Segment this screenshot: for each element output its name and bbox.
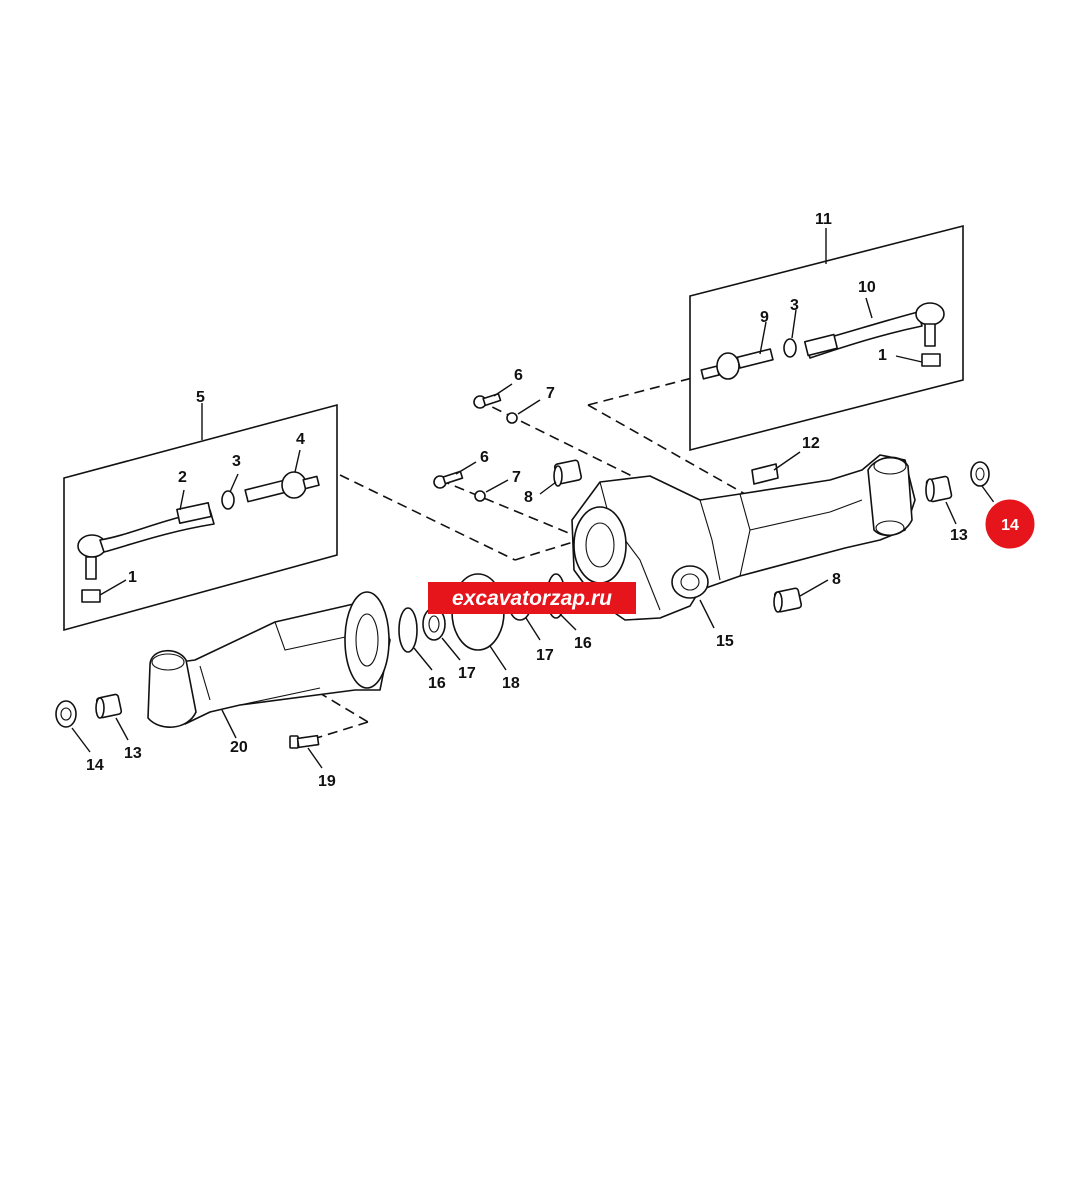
bolt-19 [289,734,323,769]
callout-7-upper: 7 [546,385,555,402]
callout-8-upper: 8 [524,489,533,506]
inner-joint-left [244,471,320,503]
callout-12: 12 [802,435,820,452]
bushing-13-left [95,693,129,741]
callout-15: 15 [716,633,734,650]
watermark: excavatorzap.ru [428,582,636,614]
tie-rod-kit-left [63,403,338,632]
callout-7-lower: 7 [512,469,521,486]
left-housing-yoke [147,650,197,728]
pin-7-lower [474,479,509,502]
callout-9: 9 [760,309,769,326]
callout-13-left: 13 [124,745,142,762]
pin-7-upper [506,399,541,424]
tie-rod-kit-right [689,224,964,452]
callout-17-right: 17 [536,647,554,664]
callout-5: 5 [196,389,205,406]
callout-2: 2 [178,469,187,486]
callout-6-lower: 6 [480,449,489,466]
callout-3-right: 3 [790,297,799,314]
callout-16-left: 16 [428,675,446,692]
o-ring-16-left [398,607,433,671]
seal-14-left [55,700,91,753]
callout-11: 11 [815,211,832,228]
bolt-6-upper [473,383,513,409]
bushing-8-upper [539,459,583,495]
bushing-8-lower [773,579,829,613]
bushing-13-right [925,475,957,525]
callout-1-right: 1 [878,347,887,364]
callout-17-left: 17 [458,665,476,682]
callout-6-upper: 6 [514,367,523,384]
callout-13-right: 13 [950,527,968,544]
housing-flange [573,506,627,584]
highlight-badge-14[interactable]: 14 [982,496,1038,552]
bolt-6-lower [433,461,477,489]
callout-3-left: 3 [232,453,241,470]
washer-left [221,490,235,510]
callout-14-left: 14 [86,757,104,774]
callout-20: 20 [230,739,248,756]
assembly-dashed-lines [309,375,753,741]
watermark-background [428,582,636,614]
tie-rod-sleeve-right [803,333,839,357]
callout-4: 4 [296,431,305,448]
seal-14-right [970,461,999,509]
axle-housing-center [571,454,916,629]
tie-rod-sleeve-left [176,502,212,524]
callout-10: 10 [858,279,876,296]
axle-housing-left [147,591,391,739]
highlight-circle [982,496,1038,552]
callout-labels: 11 10 9 3 1 5 2 3 4 1 6 7 6 7 8 12 13 8 … [86,211,968,790]
housing-pinion-port [671,565,709,599]
callout-19: 19 [318,773,336,790]
watermark-text: excavatorzap.ru [452,587,612,610]
washer-right [783,338,797,358]
callout-18: 18 [502,675,520,692]
callout-16-right: 16 [574,635,592,652]
callout-1-left: 1 [128,569,137,586]
bearing-17-left [422,607,461,661]
left-housing-flange [344,591,390,689]
label-plate-12 [751,451,801,485]
highlight-label: 14 [1001,517,1019,534]
ball-joint-left [77,534,107,603]
callout-8-lower: 8 [832,571,841,588]
inner-joint-right [700,348,774,380]
